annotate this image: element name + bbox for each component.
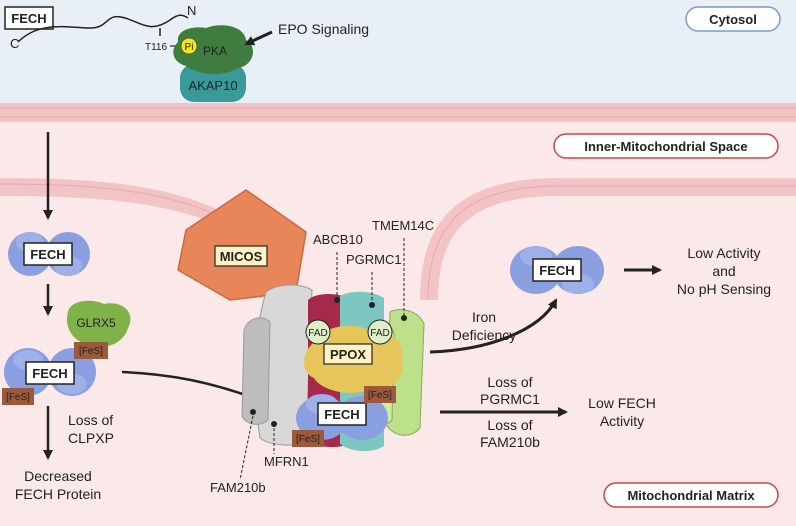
low-fech-label: Low FECH <box>588 395 656 411</box>
activity-label: Activity <box>600 413 644 429</box>
fech-matrix-label: FECH <box>32 366 67 381</box>
fech-ims-label: FECH <box>30 247 65 262</box>
akap10-label: AKAP10 <box>188 78 237 93</box>
fad-left-label: FAD <box>308 328 327 339</box>
loss-of-fam-a: Loss of <box>487 417 532 433</box>
fech-polypeptide <box>17 14 189 43</box>
and-label: and <box>712 263 735 279</box>
n-terminus: N <box>187 3 196 18</box>
low-activity-label: Low Activity <box>687 245 760 261</box>
deficiency-label: Deficiency <box>452 327 517 343</box>
loss-of-clpxp-b: CLPXP <box>68 430 114 446</box>
abcb10-label: ABCB10 <box>313 232 363 247</box>
no-ph-sensing-label: No pH Sensing <box>677 281 771 297</box>
fech-protein-label: FECH Protein <box>15 486 101 502</box>
tmem14c-label: TMEM14C <box>372 218 434 233</box>
cytosol-label: Cytosol <box>709 12 757 27</box>
loss-of-pgrmc1-b: PGRMC1 <box>480 391 540 407</box>
fech-deficient-label: FECH <box>539 263 574 278</box>
fes-glrx5-label: [FeS] <box>79 346 103 357</box>
ppox-label: PPOX <box>330 347 366 362</box>
fes-complex-right-label: [FeS] <box>368 390 392 401</box>
t116-label: T116 <box>145 42 167 53</box>
akap10-shape <box>180 64 246 102</box>
iron-deficiency-arrow <box>429 298 558 354</box>
to-complex-arrow <box>121 370 256 400</box>
loss-of-clpxp-a: Loss of <box>68 412 113 428</box>
ims-badge <box>553 133 779 159</box>
glrx5-shape <box>66 300 131 348</box>
epo-arrow <box>244 30 273 46</box>
inner-membrane-right <box>420 178 796 300</box>
phosphate-circle <box>180 37 198 55</box>
glrx5-label: GLRX5 <box>76 316 116 330</box>
pka-shape <box>173 25 253 74</box>
ims-label: Inner-Mitochondrial Space <box>584 139 747 154</box>
fad-right-label: FAD <box>370 328 389 339</box>
pi-label: Pi <box>185 42 194 53</box>
fech-complex-label: FECH <box>324 407 359 422</box>
matrix-label: Mitochondrial Matrix <box>627 488 755 503</box>
micos-label: MICOS <box>220 249 263 264</box>
fes-complex-left-label: [FeS] <box>296 434 320 445</box>
cytosol-badge <box>685 6 781 32</box>
matrix-badge <box>603 482 779 508</box>
fech-cytosol-label: FECH <box>11 11 46 26</box>
fes-fech-label: [FeS] <box>6 392 30 403</box>
pgrmc1-label: PGRMC1 <box>346 252 402 267</box>
iron-label: Iron <box>472 309 496 325</box>
outer-membrane <box>0 103 796 122</box>
fech-cytosol-box <box>4 6 54 30</box>
fam210b-label: FAM210b <box>210 480 266 495</box>
decreased-label: Decreased <box>24 468 92 484</box>
c-terminus: C <box>10 36 19 51</box>
pka-label: PKA <box>203 44 227 58</box>
cytosol-region <box>0 0 796 120</box>
loss-of-fam-b: FAM210b <box>480 434 540 450</box>
epo-signaling-label: EPO Signaling <box>278 21 369 37</box>
inner-membrane-left <box>0 178 265 252</box>
loss-of-pgrmc1-a: Loss of <box>487 374 532 390</box>
mfrn1-label: MFRN1 <box>264 454 309 469</box>
